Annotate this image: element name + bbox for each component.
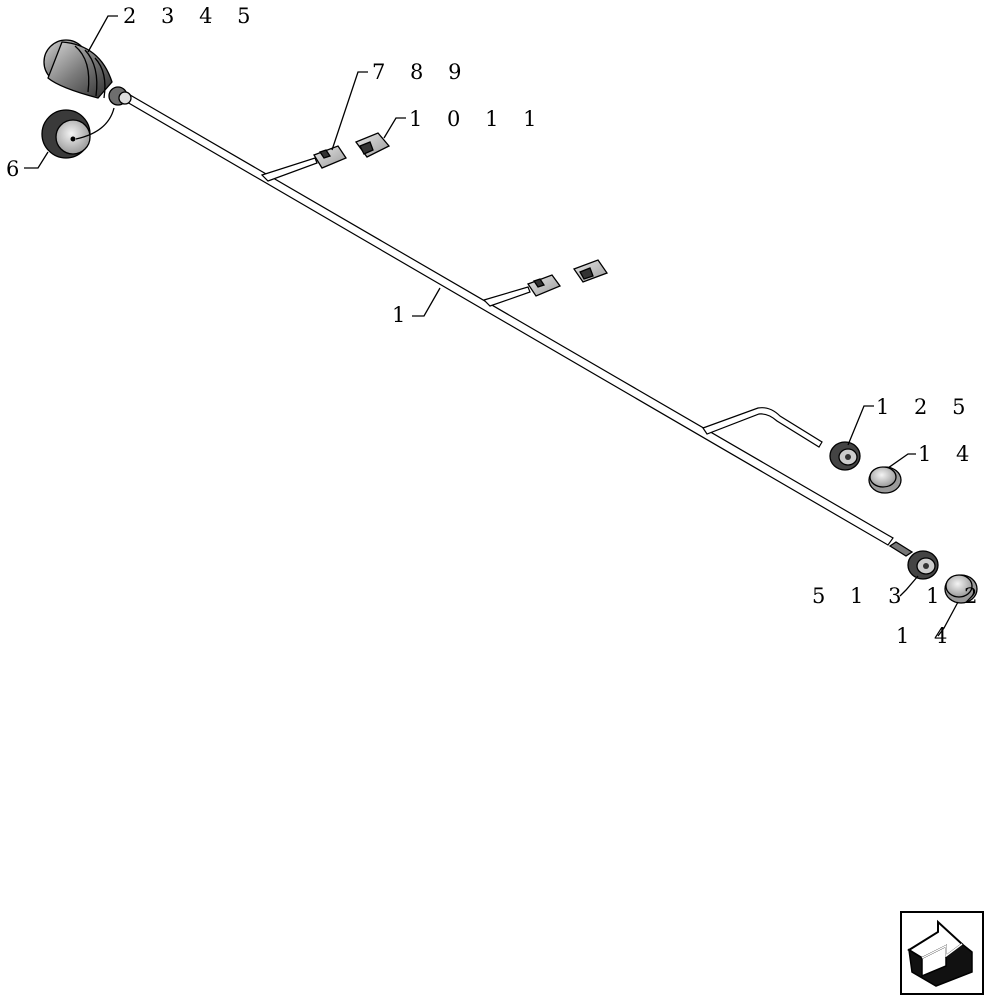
callout-6: 6: [6, 157, 28, 181]
callout-1011: 1 0 1 1: [409, 107, 545, 131]
upper-branch-plug: [313, 145, 347, 169]
callout-2345: 2 3 4 5: [123, 4, 259, 28]
middle-branch-cable: [482, 286, 531, 307]
round-cap-14-lower: [944, 574, 978, 604]
dust-cap: [41, 107, 115, 159]
return-button[interactable]: [900, 911, 984, 995]
callout-789: 7 8 9: [372, 60, 470, 84]
callout-125: 1 2 5: [876, 395, 974, 419]
callout-51312: 5 1 3 1 2: [812, 584, 987, 608]
upper-branch-cable: [260, 157, 318, 182]
callout-14-lower: 1 4: [896, 624, 956, 648]
main-round-connector: [43, 39, 132, 106]
round-connector-12: [829, 441, 861, 471]
middle-branch-plug: [527, 274, 562, 297]
lower-branch-cable: [702, 407, 823, 448]
callout-1: 1: [392, 303, 414, 327]
round-cap-14-upper: [868, 466, 902, 494]
main-harness-cable: [119, 91, 894, 546]
end-round-connector: [888, 541, 939, 580]
callout-14-upper: 1 4: [918, 442, 978, 466]
middle-mating-connector: [572, 259, 609, 283]
return-arrow-icon: [907, 919, 973, 987]
leader-lines: [24, 15, 959, 637]
upper-mating-connector: [354, 132, 391, 158]
